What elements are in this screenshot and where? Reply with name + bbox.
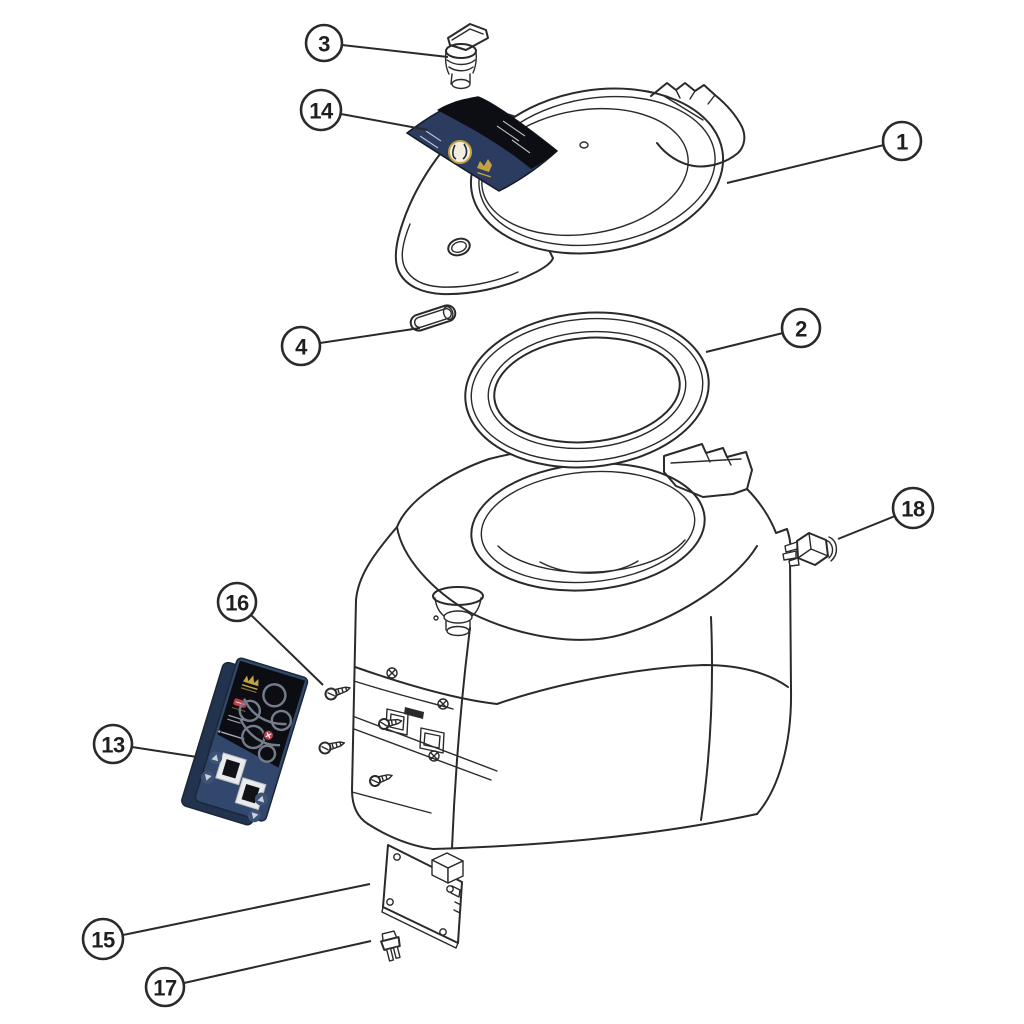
callout-number: 13: [101, 733, 125, 758]
blade-fuse-icon: [380, 930, 401, 962]
callout-number: 16: [225, 591, 249, 616]
callout-circle[interactable]: [216, 581, 258, 623]
dial-graphic: [238, 683, 293, 763]
callout-leader-line: [837, 515, 896, 540]
callout-leader-line: [131, 746, 198, 758]
panel-recess: [385, 667, 449, 762]
callout-4[interactable]: 4: [280, 325, 421, 367]
callout-3[interactable]: 3: [304, 23, 449, 63]
callout-circle[interactable]: [81, 917, 125, 961]
callout-leader-line: [250, 614, 324, 686]
bowl-seal-ring-icon: [464, 311, 710, 469]
callout-leader-line: [341, 44, 449, 58]
spout-icon: [432, 586, 484, 637]
callout-leader-line: [122, 883, 371, 936]
callout-number: 15: [91, 928, 115, 953]
callout-number: 2: [795, 317, 807, 342]
callout-circle[interactable]: [881, 120, 923, 162]
red-knob-icon: [262, 729, 274, 741]
callout-18[interactable]: 18: [837, 486, 935, 540]
callout-circle[interactable]: [299, 88, 343, 132]
callout-number: 14: [309, 99, 334, 124]
vent-cap-icon: [444, 23, 489, 90]
callout-circle[interactable]: [304, 23, 344, 63]
main-housing-icon: [351, 441, 793, 850]
callout-circle[interactable]: [780, 307, 822, 349]
brand-crown-icon: [240, 675, 259, 694]
label-emblem-icon: [448, 140, 472, 164]
callout-number: 3: [318, 32, 330, 57]
callout-13[interactable]: 13: [92, 723, 198, 765]
circuit-board-icon: [381, 844, 464, 949]
callout-number: 4: [295, 335, 308, 360]
arrow-buttons: [200, 751, 268, 823]
callout-number: 17: [153, 976, 177, 1001]
callout-circle[interactable]: [144, 966, 186, 1008]
callout-2[interactable]: 2: [705, 307, 822, 353]
callout-17[interactable]: 17: [144, 940, 372, 1008]
callout-1[interactable]: 1: [726, 120, 923, 184]
callout-circle[interactable]: [280, 325, 322, 367]
label-crown-icon: [477, 159, 492, 178]
power-connector-icon: [782, 532, 838, 567]
callout-circle[interactable]: [891, 486, 935, 530]
callout-leader-line: [319, 327, 421, 344]
callout-number: 18: [901, 497, 925, 522]
callout-16[interactable]: 16: [216, 581, 324, 686]
callout-leader-line: [726, 144, 885, 184]
callout-number: 1: [896, 130, 908, 155]
panel-screws-icon: [318, 686, 403, 787]
callout-leader-line: [183, 940, 372, 984]
grommet-seal-icon: [409, 304, 457, 332]
callout-15[interactable]: 15: [81, 883, 371, 961]
instruction-label-icon: [405, 96, 559, 192]
callout-leader-line: [705, 332, 784, 353]
control-panel-overlay-icon: [181, 657, 309, 826]
callout-circle[interactable]: [92, 723, 134, 765]
callout-14[interactable]: 14: [299, 88, 429, 132]
screw-boss-icon: [386, 667, 449, 762]
callout-leader-line: [340, 113, 429, 131]
